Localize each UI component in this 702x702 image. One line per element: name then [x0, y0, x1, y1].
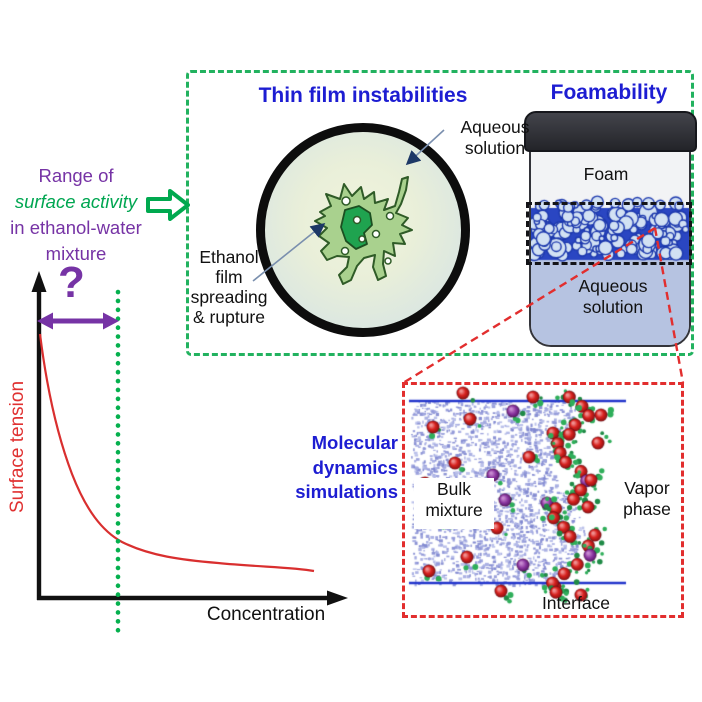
question-mark: ? [58, 258, 85, 307]
y-axis-label: Surface tension [7, 380, 28, 514]
purple-range-arrow [37, 312, 119, 330]
surface-activity-text: surface activity [14, 191, 138, 212]
foamability-title: Foamability [550, 81, 668, 104]
jar-aqueous-label: Aqueous solution [578, 276, 648, 317]
range-annotation-line: in ethanol-water [10, 217, 142, 238]
x-axis-label: Concentration [206, 604, 326, 625]
range-annotation: Range of surface activity in ethanol-wat… [0, 163, 152, 267]
range-annotation-line: mixture [45, 243, 107, 264]
foam-label: Foam [583, 164, 629, 184]
interface-label: Interface [541, 593, 611, 613]
film-holes [340, 196, 395, 265]
range-annotation-line: Range of [38, 165, 114, 186]
foam-zoom-region [526, 202, 692, 265]
surface-tension-curve [38, 333, 315, 573]
thin-film-title: Thin film instabilities [258, 84, 468, 107]
green-block-arrow-icon [146, 189, 190, 221]
md-simulations-title: Molecular dynamics simulations [295, 432, 398, 502]
vapor-phase-label: Vapor phase [623, 478, 671, 519]
bulk-mixture-label: Bulk mixture [414, 478, 494, 529]
md-simulation-box: Bulk mixture Vapor phase Interface [402, 382, 684, 618]
jar-lid [524, 111, 697, 152]
ethanol-film-blob [314, 176, 413, 285]
ethanol-film-label: Ethanol film spreading & rupture [190, 247, 268, 327]
aqueous-solution-label: Aqueous solution [460, 117, 530, 158]
